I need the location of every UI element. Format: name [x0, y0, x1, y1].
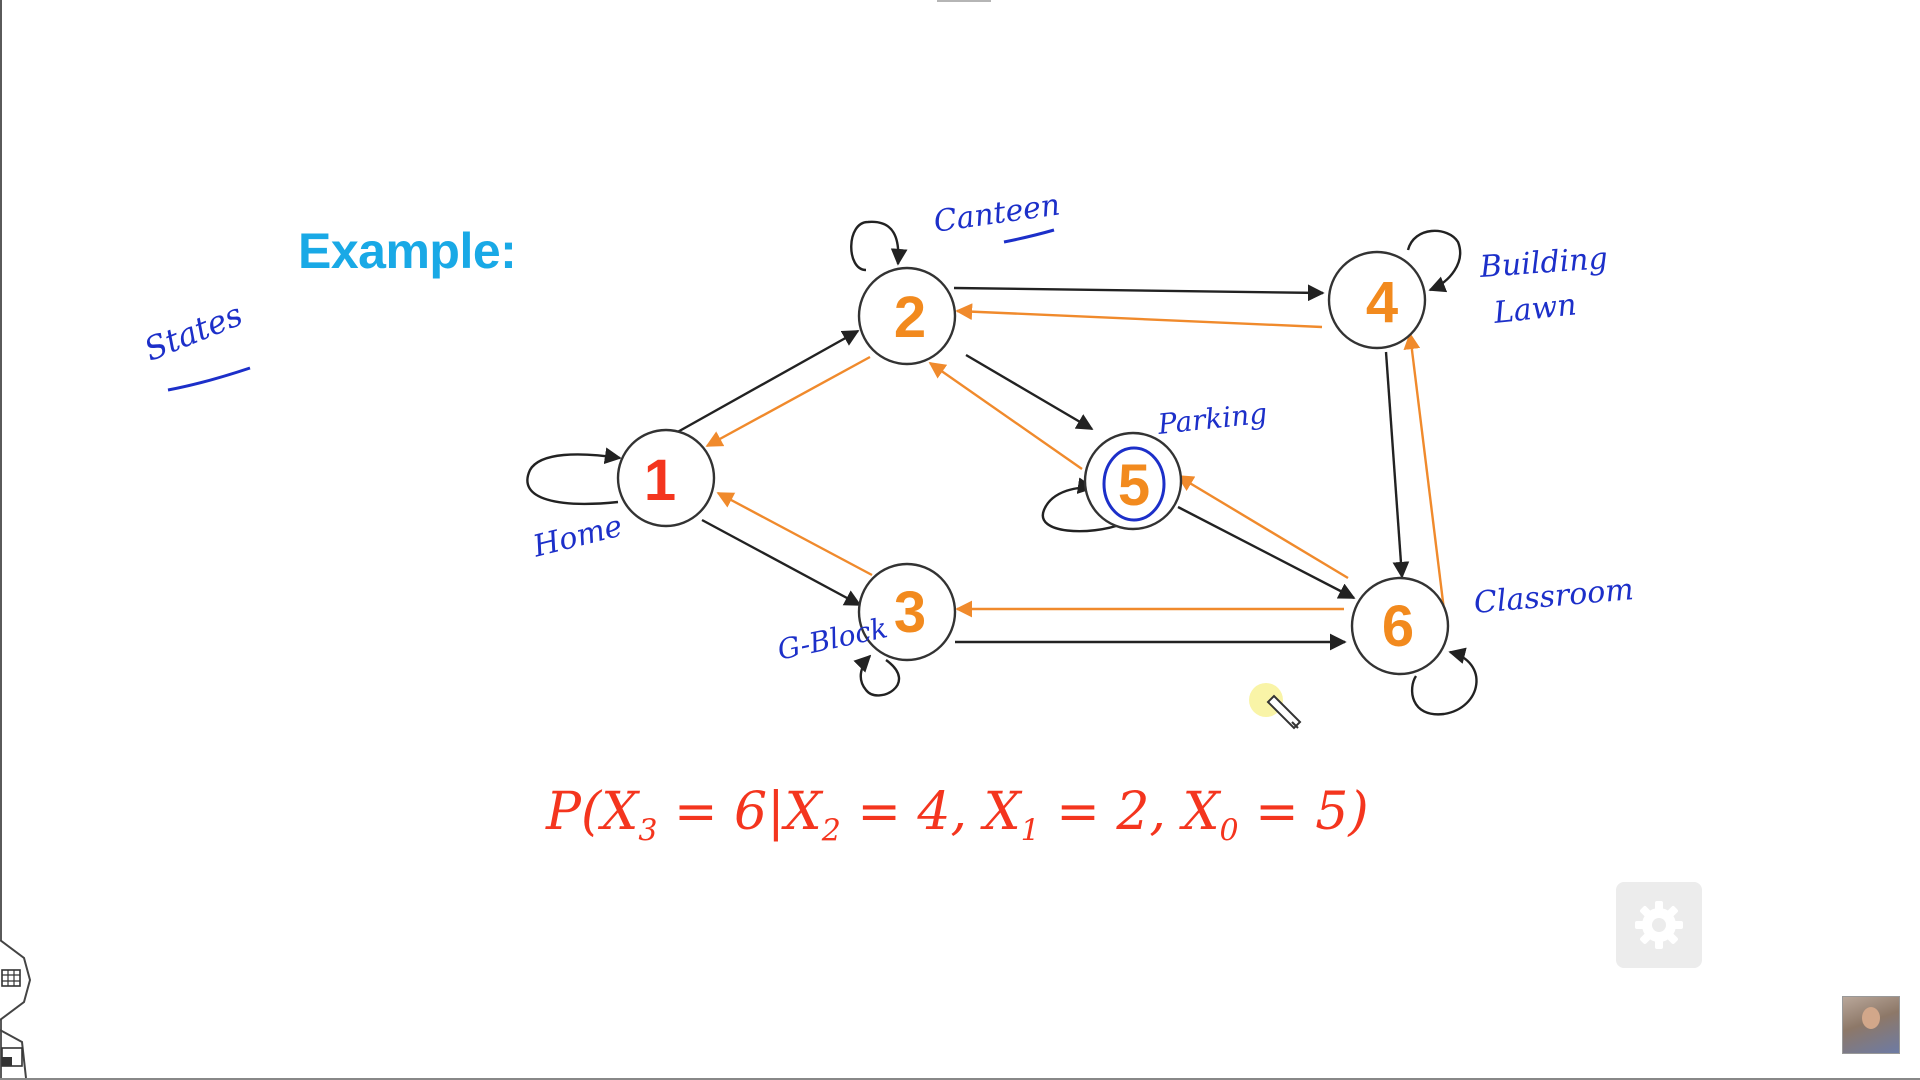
- top-handle[interactable]: [937, 0, 991, 2]
- edge-1-to-3: [701, 518, 862, 607]
- node-3-label: 3: [894, 580, 926, 645]
- underline-states: [167, 366, 251, 392]
- edge-6-to-5: [1176, 474, 1349, 580]
- underline-canteen: [1003, 228, 1055, 244]
- edge-6-to-4: [1403, 332, 1446, 611]
- probability-formula: P(X3 = 6|X2 = 4, X1 = 2, X0 = 5): [546, 782, 1369, 849]
- layout-icon[interactable]: [1, 1047, 23, 1067]
- window-bottom-edge: [0, 1078, 1920, 1080]
- gear-icon: [1635, 901, 1683, 949]
- loop-2: [850, 220, 908, 272]
- edge-1-to-2: [673, 329, 860, 436]
- side-toolbar: [0, 940, 32, 1079]
- edge-2-to-5: [965, 353, 1094, 431]
- node-4: 4: [1327, 250, 1427, 350]
- node-1: 1: [616, 428, 716, 528]
- presenter-video-thumbnail[interactable]: [1842, 996, 1900, 1054]
- loop-4: [1406, 229, 1462, 293]
- settings-button[interactable]: [1616, 882, 1702, 968]
- state-nodes: 1 2 3 4 5 6: [616, 250, 1450, 676]
- loop-3: [853, 654, 901, 697]
- example-heading: Example:: [298, 223, 517, 279]
- edge-4-to-2: [955, 303, 1323, 329]
- node-2: 2: [857, 266, 957, 366]
- window-left-edge: [0, 0, 2, 1080]
- node-5: 5: [1083, 431, 1183, 531]
- loop-5-drawn: [1041, 477, 1123, 533]
- presenter-face: [1862, 1007, 1880, 1029]
- self-loops: [526, 220, 1478, 716]
- ink-underlines: [167, 228, 1055, 392]
- grid-icon[interactable]: [1, 969, 21, 987]
- edge-2-to-4: [953, 284, 1325, 302]
- edge-3-to-1: [716, 491, 873, 577]
- node-2-label: 2: [894, 285, 926, 350]
- loop-1: [526, 447, 622, 505]
- node-6-label: 6: [1382, 594, 1414, 659]
- edge-4-to-6: [1384, 351, 1410, 579]
- node-3: 3: [857, 562, 957, 662]
- edge-2-to-1: [705, 355, 871, 448]
- transition-edges: [673, 284, 1446, 651]
- node-6: 6: [1350, 576, 1450, 676]
- loop-6: [1410, 647, 1478, 716]
- node-1-label: 1: [644, 448, 676, 513]
- edge-5-to-2: [928, 362, 1083, 470]
- node-4-label: 4: [1366, 270, 1398, 335]
- node-5-highlight: [1102, 446, 1166, 522]
- edge-5-to-6: [1177, 505, 1356, 600]
- pen-cursor-icon: [1249, 683, 1302, 730]
- node-5-label: 5: [1118, 453, 1150, 518]
